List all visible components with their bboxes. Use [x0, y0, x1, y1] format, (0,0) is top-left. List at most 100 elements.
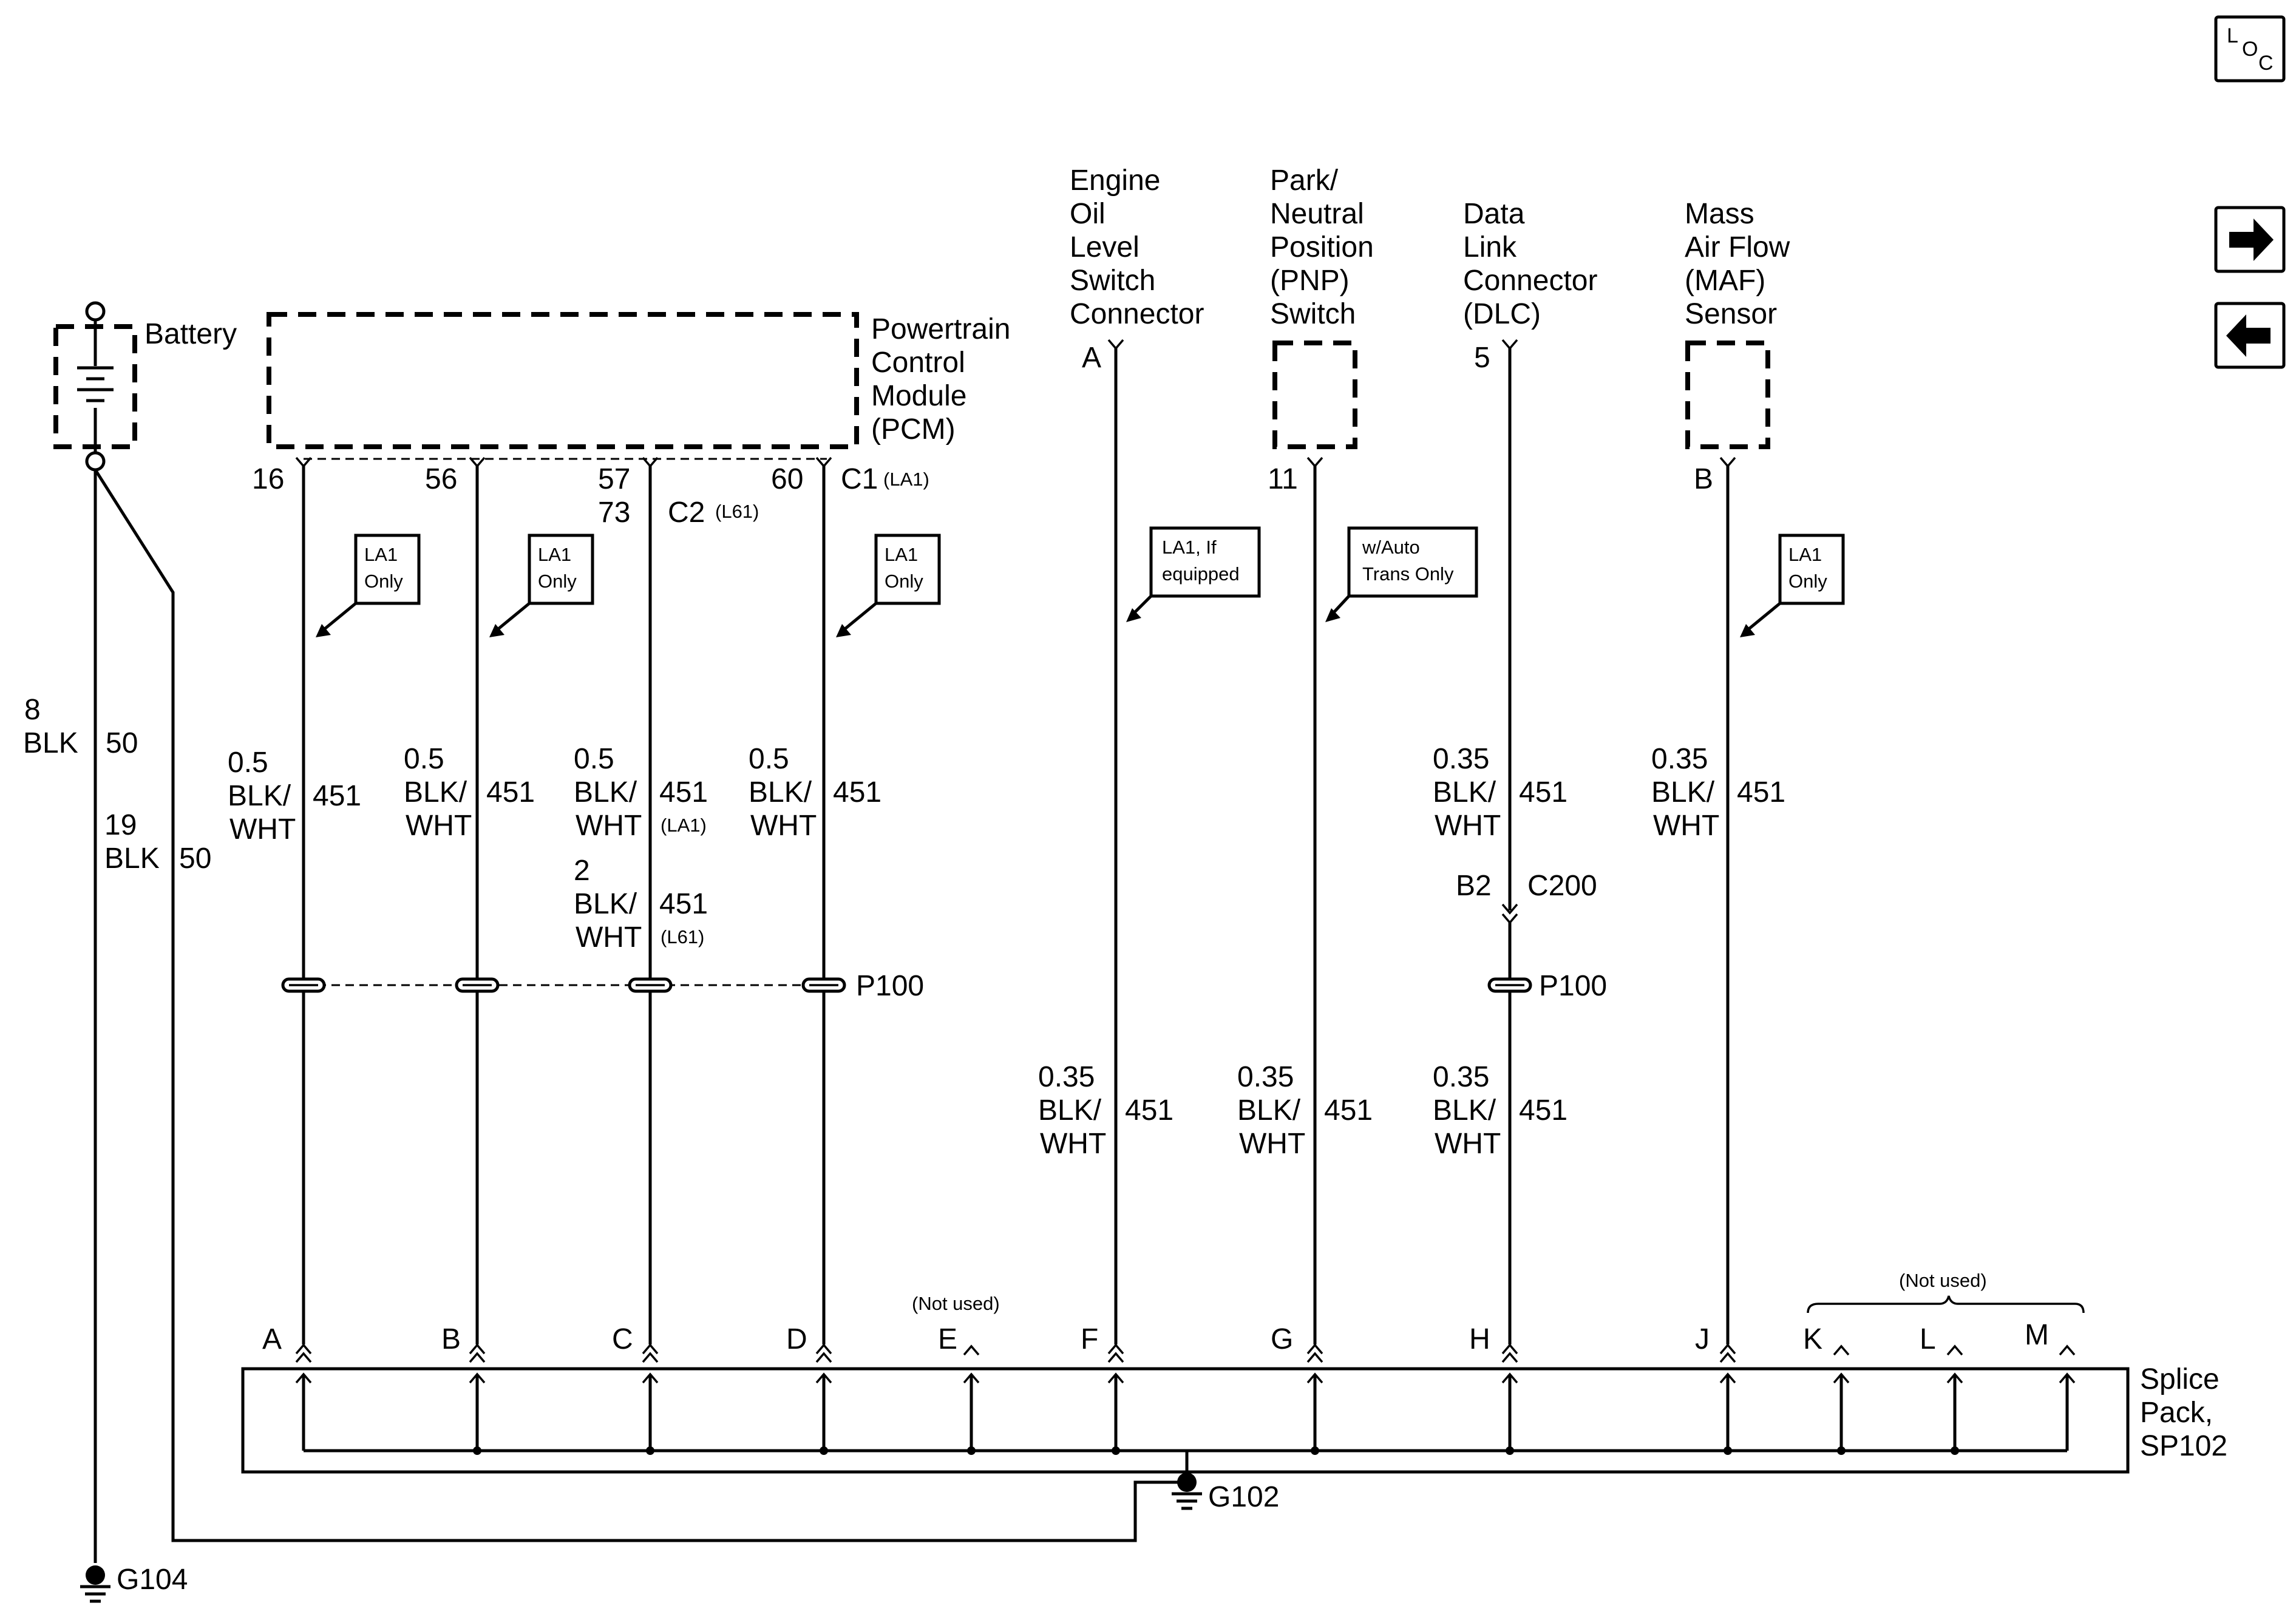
svg-text:BLK: BLK — [104, 842, 160, 875]
ground-splice-dot — [1177, 1473, 1197, 1492]
splice-pin-g: G — [1271, 1323, 1293, 1355]
svg-text:WHT: WHT — [229, 813, 296, 846]
note-w-auto-trans-only: w/Auto Trans Only — [1325, 526, 1478, 622]
loc-letter-c: C — [2258, 52, 2274, 75]
not-used-label-e: (Not used) — [912, 1293, 1000, 1314]
dlc-connector: Data Link Connector (DLC) 5 — [1463, 198, 1597, 374]
svg-text:w/Auto: w/Auto — [1362, 537, 1420, 558]
svg-text:451: 451 — [659, 776, 708, 808]
svg-text:(MAF): (MAF) — [1685, 265, 1765, 297]
svg-text:2: 2 — [574, 855, 590, 887]
svg-text:0.35: 0.35 — [1651, 743, 1708, 775]
svg-text:Pack,: Pack, — [2140, 1397, 2213, 1429]
svg-text:BLK/: BLK/ — [749, 776, 812, 808]
pcm-connector-c1-option: (LA1) — [883, 469, 929, 490]
svg-text:Control: Control — [871, 347, 965, 379]
c200-pin-label: B2 — [1456, 870, 1492, 902]
svg-text:Connector: Connector — [1070, 298, 1204, 330]
svg-text:Mass: Mass — [1685, 198, 1754, 230]
arrow-icon — [1126, 608, 1141, 622]
svg-text:Air Flow: Air Flow — [1685, 231, 1790, 263]
svg-text:LA1: LA1 — [1788, 544, 1822, 565]
svg-text:Neutral: Neutral — [1270, 198, 1364, 230]
svg-text:0.5: 0.5 — [574, 743, 614, 775]
maf-pin-label: B — [1694, 463, 1713, 495]
arrow-icon — [1325, 608, 1340, 622]
svg-text:Engine: Engine — [1070, 164, 1160, 197]
svg-text:BLK/: BLK/ — [1237, 1094, 1301, 1127]
grommet-icon — [801, 977, 846, 993]
wire-label-dlc-upper: 0.35 BLK/ WHT 451 — [1433, 743, 1567, 842]
svg-text:0.35: 0.35 — [1433, 1061, 1489, 1093]
splice-pin-c: C — [612, 1323, 633, 1355]
svg-text:BLK/: BLK/ — [1433, 1094, 1496, 1127]
wire-label-56: 0.5 BLK/ WHT 451 — [404, 743, 535, 842]
splice-pin-h: H — [1469, 1323, 1490, 1355]
svg-text:0.5: 0.5 — [404, 743, 444, 775]
maf-sensor: Mass Air Flow (MAF) Sensor B — [1685, 198, 1790, 495]
arrow-left-icon — [2226, 314, 2271, 357]
svg-text:0.5: 0.5 — [228, 747, 268, 779]
svg-text:(PNP): (PNP) — [1270, 265, 1350, 297]
note-la1-only-60: LA1 Only — [836, 534, 941, 637]
pcm-module: Powertrain Control Module (PCM) 16 56 57… — [252, 312, 1010, 529]
splice-pin-e: E — [938, 1323, 957, 1355]
grommet-icon — [281, 977, 326, 993]
ground-icon — [1172, 1492, 1202, 1510]
previous-page-button[interactable] — [2214, 302, 2286, 369]
splice-pack-sp102: Splice Pack, SP102 — [241, 1270, 2227, 1482]
wire-label-dlc-lower: 0.35 BLK/ WHT 451 — [1433, 1061, 1567, 1160]
svg-text:0.35: 0.35 — [1038, 1061, 1095, 1093]
svg-text:WHT: WHT — [406, 810, 472, 842]
svg-text:50: 50 — [106, 727, 138, 759]
svg-text:WHT: WHT — [576, 921, 642, 954]
wire-label-16: 0.5 BLK/ WHT 451 — [228, 747, 361, 846]
svg-text:0.5: 0.5 — [749, 743, 789, 775]
svg-text:BLK/: BLK/ — [1433, 776, 1496, 808]
svg-text:Splice: Splice — [2140, 1363, 2220, 1395]
svg-text:LA1: LA1 — [538, 544, 571, 565]
next-page-button[interactable] — [2214, 206, 2286, 273]
wire-label-57-l61: 2 BLK/ WHT 451 (L61) — [574, 855, 708, 954]
svg-text:Position: Position — [1270, 231, 1374, 263]
splice-pin-f: F — [1081, 1323, 1098, 1355]
splice-pin-j: J — [1695, 1323, 1710, 1355]
svg-text:Module: Module — [871, 380, 966, 412]
svg-text:Switch: Switch — [1070, 265, 1155, 297]
arrow-right-icon — [2229, 219, 2274, 261]
not-used-bracket — [1807, 1295, 2085, 1314]
svg-text:Park/: Park/ — [1270, 164, 1339, 197]
c200-label: C200 — [1527, 870, 1597, 902]
wires — [302, 347, 1730, 1344]
engine-oil-level-switch-connector: Engine Oil Level Switch Connector A — [1070, 164, 1204, 374]
svg-text:Only: Only — [1788, 571, 1827, 592]
pcm-pin-73: 73 — [598, 497, 630, 529]
svg-text:451: 451 — [833, 776, 881, 808]
svg-text:BLK/: BLK/ — [574, 888, 637, 920]
wire-label-battery-second: 19 BLK 50 — [104, 809, 211, 875]
splice-pin-stubs — [295, 1372, 2076, 1451]
top-terminals — [295, 339, 1736, 468]
pcm-pin-56: 56 — [425, 463, 457, 495]
maf-outline — [1685, 341, 1770, 449]
grommet-icon — [455, 977, 500, 993]
svg-text:BLK/: BLK/ — [228, 780, 291, 812]
connector-c200: B2 C200 — [1456, 870, 1597, 924]
note-la1-only-maf: LA1 Only — [1740, 534, 1845, 637]
battery-label: Battery — [144, 318, 237, 350]
wire-label-pnp: 0.35 BLK/ WHT 451 — [1237, 1061, 1373, 1160]
svg-text:Powertrain: Powertrain — [871, 313, 1010, 345]
svg-text:Level: Level — [1070, 231, 1140, 263]
battery-symbol-icon — [77, 366, 114, 402]
svg-text:50: 50 — [179, 842, 211, 875]
svg-text:451: 451 — [1519, 1094, 1567, 1127]
svg-text:LA1, If: LA1, If — [1162, 537, 1217, 558]
loc-button[interactable]: L O C — [2214, 15, 2286, 83]
loc-letter-o: O — [2242, 38, 2258, 61]
eol-pin-label: A — [1082, 342, 1101, 374]
note-la1-if-equipped: LA1, If equipped — [1126, 526, 1261, 622]
arrow-icon — [489, 624, 504, 637]
svg-text:451: 451 — [313, 780, 361, 812]
svg-text:WHT: WHT — [1040, 1128, 1106, 1160]
ground-icon — [80, 1585, 110, 1603]
